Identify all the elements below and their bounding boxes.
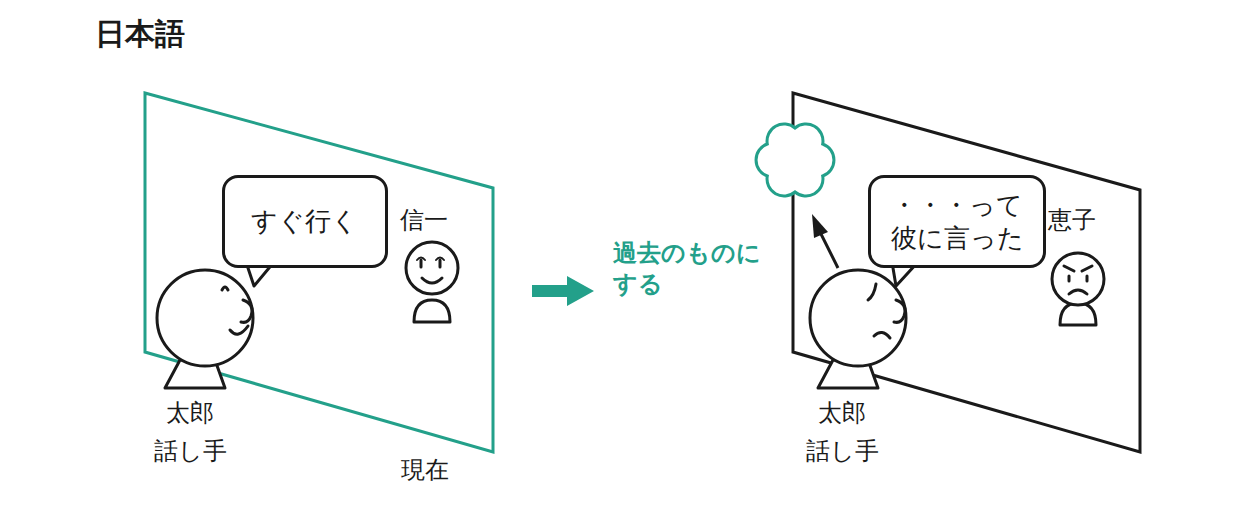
shinichi-figure bbox=[406, 242, 458, 322]
transition-arrow bbox=[532, 276, 594, 306]
person-name: 太郎 bbox=[818, 398, 866, 429]
taro-figure bbox=[157, 270, 253, 388]
time-label: 現在 bbox=[401, 455, 449, 486]
present-panel bbox=[145, 93, 493, 452]
person-name: 恵子 bbox=[1048, 205, 1096, 236]
thought-cloud bbox=[756, 124, 834, 196]
leader-arrow bbox=[820, 232, 838, 268]
role-label: 話し手 bbox=[806, 436, 879, 467]
past-panel bbox=[793, 93, 1140, 452]
speech-bubble: ・・・って 彼に言った bbox=[868, 175, 1046, 268]
person-name: 信一 bbox=[400, 205, 448, 236]
transition-note: 過去のものに する bbox=[613, 238, 767, 300]
bubble-text: ・・・って 彼に言った bbox=[887, 189, 1027, 254]
person-name: 太郎 bbox=[166, 398, 214, 429]
arrowhead bbox=[812, 214, 828, 238]
keiko-figure bbox=[1052, 253, 1104, 325]
taro-figure bbox=[810, 270, 906, 388]
speech-bubble: すぐ行く bbox=[222, 175, 388, 268]
bubble-text: すぐ行く bbox=[248, 205, 362, 238]
diagram-title: 日本語 bbox=[95, 14, 185, 55]
role-label: 話し手 bbox=[154, 436, 227, 467]
